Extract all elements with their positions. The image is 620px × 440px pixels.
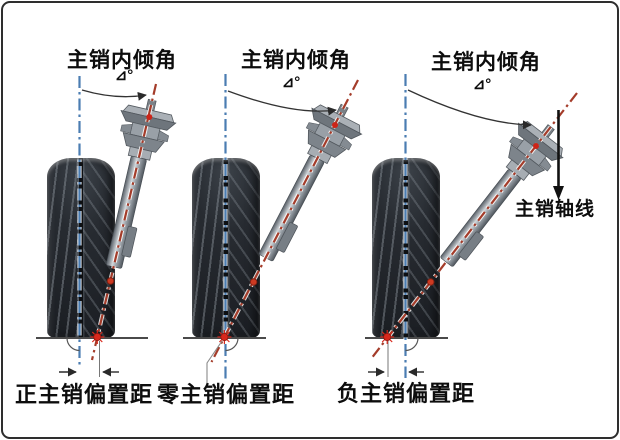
strut-assembly [423,109,574,280]
leader-line [206,340,223,384]
top-label-panel-3: 主销内倾角 [431,51,541,74]
top-label-panel-1: 主销内倾角 [67,49,177,72]
bottom-label-positive-offset: 正主销偏置距 [14,382,154,407]
contact-arc [66,337,80,352]
panel-positive-offset [36,76,180,377]
kingpin-axis-arrowhead [553,186,564,200]
angle-arc [227,90,337,116]
ground-intersection-marker [379,329,395,345]
panel-negative-offset [365,74,579,378]
strut-mount-dot [332,122,338,128]
bottom-label-zero-offset: 零主销偏置距 [156,382,296,407]
ball-joint-dot [249,278,258,286]
angle-arc [81,89,147,101]
contact-arc [225,337,239,352]
angle-arc [407,89,532,130]
angle-symbol-panel-2: ⊿° [281,74,301,91]
kingpin-axis-line [371,92,578,358]
top-label-panel-2: 主销内倾角 [241,49,351,72]
contact-arc [405,337,419,352]
angle-symbol-panel-3: ⊿° [472,76,492,93]
panel-zero-offset [183,74,370,384]
angle-symbol-panel-1: ⊿° [114,67,134,84]
ground-intersection-marker [89,329,105,345]
ball-joint-dot [106,277,115,285]
ground-intersection-marker [216,329,232,345]
kingpin-axis-label: 主销轴线 [514,199,596,220]
bottom-label-negative-offset: 负主销偏置距 [336,381,476,406]
ball-joint-dot [426,278,435,286]
strut-mount-dot [533,143,539,149]
kingpin-axis-line [90,83,158,361]
strut-mount-dot [146,114,153,120]
